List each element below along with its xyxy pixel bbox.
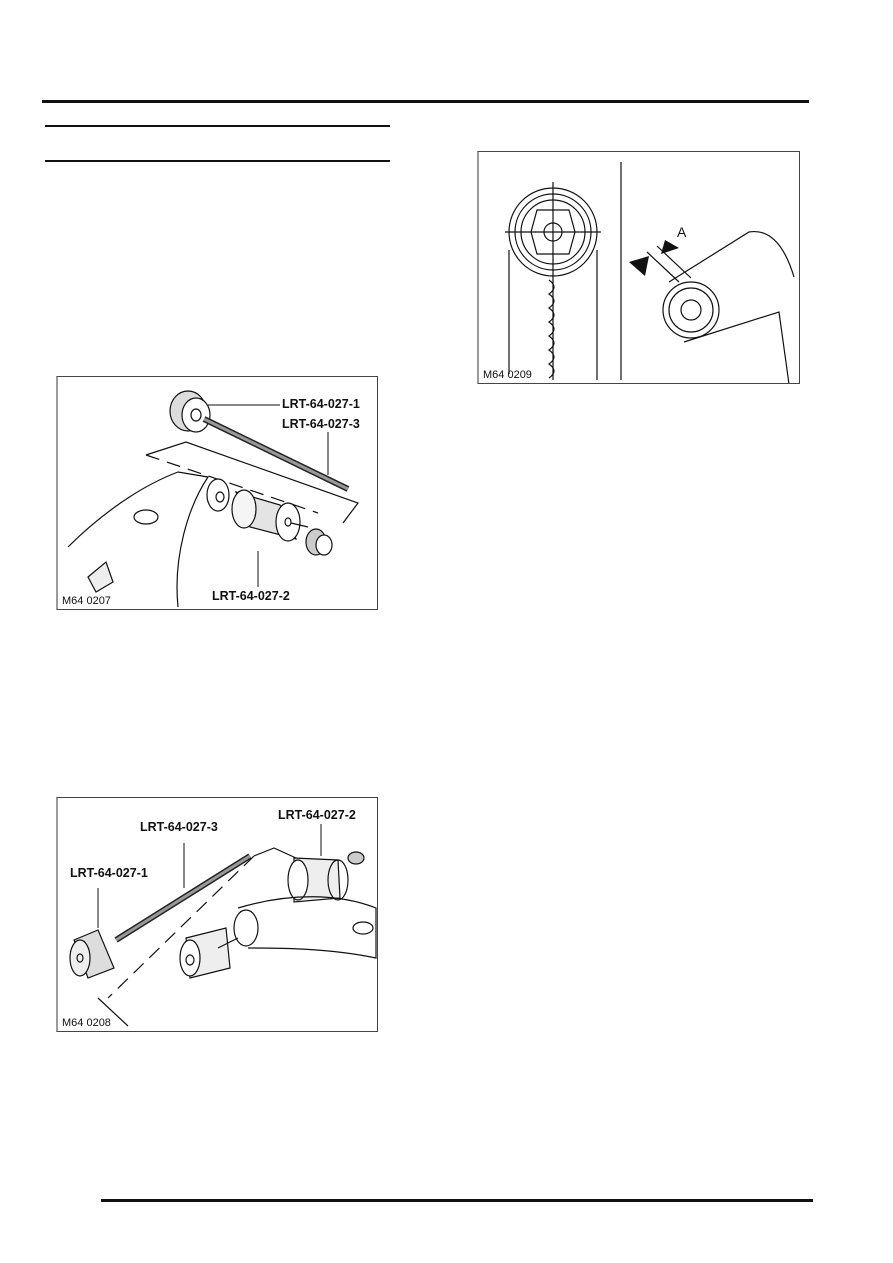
header-rule <box>42 100 809 103</box>
callout-lrt-64-027-1: LRT-64-027-1 <box>282 397 360 411</box>
callout-lrt-64-027-1: LRT-64-027-1 <box>70 866 148 880</box>
figure-id: M64 0209 <box>483 369 532 381</box>
callout-lrt-64-027-2: LRT-64-027-2 <box>278 808 356 822</box>
callout-lrt-64-027-3: LRT-64-027-3 <box>140 820 218 834</box>
section-rule-bottom <box>45 160 390 162</box>
figure-id: M64 0207 <box>62 595 111 607</box>
section-rule-top <box>45 125 390 127</box>
bush-alignment-illustration <box>505 162 795 383</box>
bush-removal-illustration <box>67 390 359 608</box>
figure-m64-0209: A M64 0209 <box>477 151 800 384</box>
figure-m64-0208: LRT-64-027-3 LRT-64-027-2 LRT-64-027-1 M… <box>56 797 378 1032</box>
footer-rule <box>101 1199 813 1202</box>
figure-id: M64 0208 <box>62 1017 111 1029</box>
callout-lrt-64-027-2: LRT-64-027-2 <box>212 589 290 603</box>
bush-installation-illustration <box>69 824 377 1027</box>
figure-m64-0207: LRT-64-027-1 LRT-64-027-3 LRT-64-027-2 M… <box>56 376 378 610</box>
callout-lrt-64-027-3: LRT-64-027-3 <box>282 417 360 431</box>
dimension-label-a: A <box>677 224 687 240</box>
